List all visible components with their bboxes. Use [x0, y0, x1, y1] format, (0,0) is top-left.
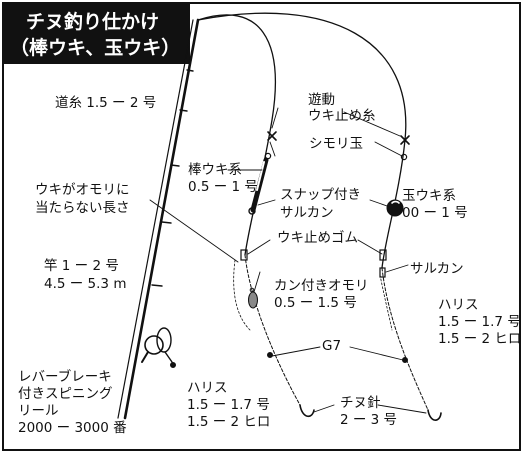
rod-guides	[151, 69, 194, 287]
label-uki-length-2: 当たらない長さ	[35, 200, 130, 216]
label-shimori: シモリ玉	[309, 136, 363, 152]
right-rubber-stopper	[379, 249, 387, 261]
title-line-2: （棒ウキ、玉ウキ）	[10, 37, 181, 59]
label-leader-right-1: ハリス	[438, 297, 479, 313]
title-line-1: チヌ釣り仕かけ	[26, 11, 160, 33]
left-stop-knot	[267, 131, 277, 141]
pointer-lines	[149, 107, 427, 414]
spinning-reel	[141, 327, 176, 368]
label-reel-1: レバーブレーキ	[18, 369, 112, 385]
label-reel-4: 2000 ー 3000 番	[18, 420, 127, 436]
label-leader-left-3: 1.5 ー 2 ヒロ	[187, 414, 271, 430]
label-leader-left-1: ハリス	[187, 380, 228, 396]
label-ball-float-2: 00 ー 1 号	[402, 205, 468, 221]
diagram-frame	[2, 2, 521, 451]
label-leader-right-2: 1.5 ー 1.7 号	[438, 314, 521, 330]
label-rubber-stopper: ウキ止めゴム	[277, 230, 358, 246]
label-g7: G7	[322, 338, 342, 354]
right-leader	[381, 267, 429, 411]
label-stop-knot-1: 遊動	[308, 92, 335, 108]
label-rod-2: 4.5 ー 5.3 m	[44, 276, 127, 292]
label-hook-1: チヌ針	[340, 395, 381, 411]
label-snap-2: サルカン	[280, 205, 334, 221]
title-box: チヌ釣り仕かけ （棒ウキ、玉ウキ）	[4, 4, 190, 64]
label-leader-left-2: 1.5 ー 1.7 号	[187, 397, 270, 413]
label-reel-2: 付きスピニング	[18, 386, 113, 402]
label-rod-1: 竿 1 ー 2 号	[44, 258, 119, 274]
left-rubber-stopper	[240, 249, 248, 261]
label-ring-sinker-1: カン付きオモリ	[274, 278, 369, 294]
right-stop-knot	[400, 135, 410, 145]
right-hook	[427, 409, 442, 421]
ball-float	[386, 199, 404, 217]
label-snap-1: スナップ付き	[280, 187, 361, 203]
rod	[123, 18, 200, 420]
label-michiito: 道糸 1.5 ー 2 号	[55, 95, 157, 111]
label-reel-3: リール	[18, 403, 59, 419]
label-uki-length-1: ウキがオモリに	[35, 182, 130, 198]
left-hook	[299, 404, 315, 418]
label-swivel: サルカン	[410, 261, 464, 277]
right-main-line	[197, 12, 407, 269]
left-leader	[244, 254, 301, 406]
label-stick-float-1: 棒ウキ系	[188, 162, 242, 178]
label-leader-right-3: 1.5 ー 2 ヒロ	[438, 331, 522, 347]
ring-sinker	[248, 291, 258, 309]
label-ball-float-1: 玉ウキ系	[402, 188, 456, 204]
label-hook-2: 2 ー 3 号	[340, 412, 398, 428]
label-stop-knot-2: ウキ止め糸	[308, 108, 376, 124]
stick-float	[250, 157, 269, 213]
label-stick-float-2: 0.5 ー 1 号	[188, 179, 258, 195]
left-main-line	[197, 14, 276, 256]
label-ring-sinker-2: 0.5 ー 1.5 号	[274, 295, 357, 311]
